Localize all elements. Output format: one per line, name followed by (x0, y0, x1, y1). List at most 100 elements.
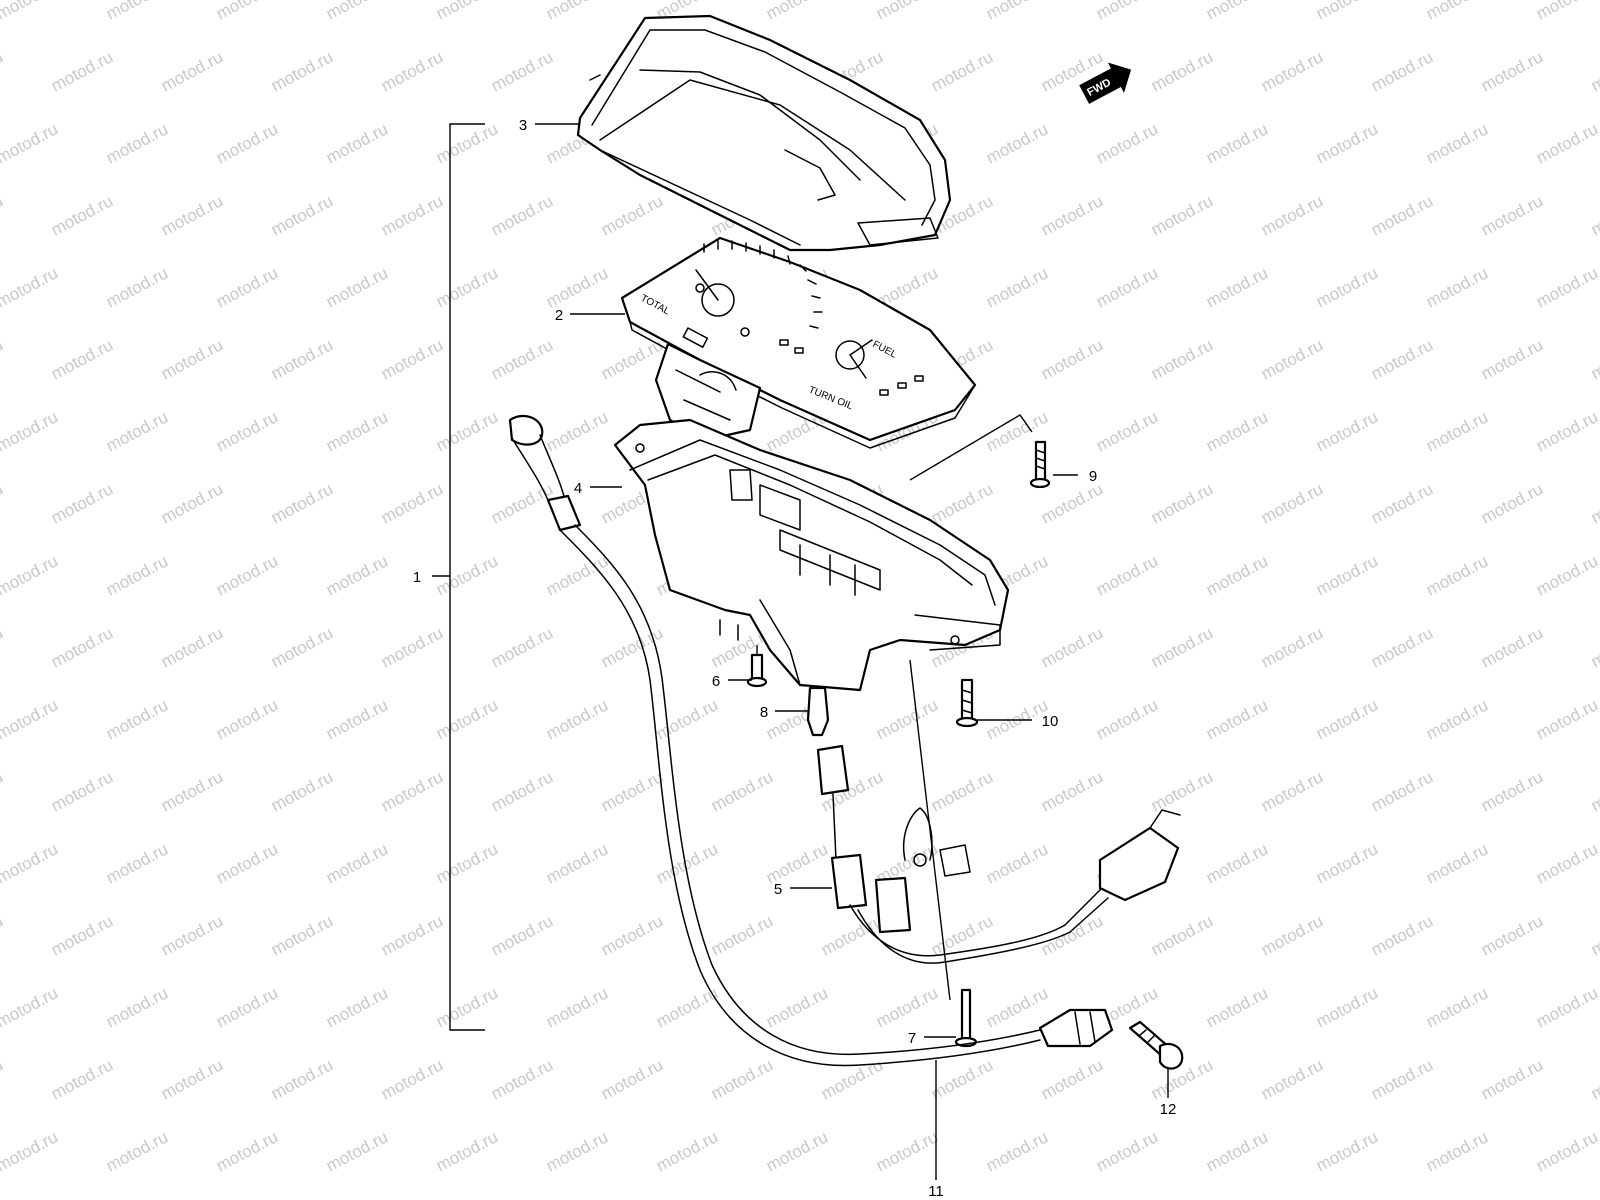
watermark-text: motod.ru (0, 335, 6, 383)
watermark-text: motod.ru (1093, 119, 1161, 167)
watermark-text: motod.ru (598, 1055, 666, 1103)
watermark-text: motod.ru (378, 623, 446, 671)
watermark-text: motod.ru (1313, 263, 1381, 311)
watermark-text: motod.ru (0, 191, 6, 239)
watermark-text: motod.ru (433, 0, 501, 24)
watermark-text: motod.ru (1038, 191, 1106, 239)
watermark-text: motod.ru (488, 335, 556, 383)
watermark-text: motod.ru (48, 911, 116, 959)
watermark-text: motod.ru (1093, 695, 1161, 743)
watermark-text: motod.ru (763, 0, 831, 24)
callout-9: 9 (1089, 468, 1097, 485)
watermark-text: motod.ru (103, 551, 171, 599)
watermark-text: motod.ru (103, 119, 171, 167)
watermark-text: motod.ru (1203, 1127, 1271, 1175)
watermark-text: motod.ru (1258, 911, 1326, 959)
watermark-text: motod.ru (0, 983, 61, 1031)
watermark-text: motod.ru (1148, 623, 1216, 671)
callout-8: 8 (760, 704, 768, 721)
watermark-text: motod.ru (213, 983, 281, 1031)
watermark-text: motod.ru (488, 191, 556, 239)
watermark-text: motod.ru (103, 695, 171, 743)
watermark-text: motod.ru (543, 695, 611, 743)
watermark-text: motod.ru (1148, 767, 1216, 815)
watermark-text: motod.ru (433, 119, 501, 167)
watermark-text: motod.ru (1203, 695, 1271, 743)
watermark-text: motod.ru (103, 0, 171, 24)
watermark-text: motod.ru (873, 695, 941, 743)
watermark-text: motod.ru (48, 767, 116, 815)
watermark-text: motod.ru (1423, 0, 1491, 24)
watermark-text: motod.ru (1588, 47, 1600, 95)
watermark-text: motod.ru (1478, 623, 1546, 671)
watermark-text: motod.ru (1423, 119, 1491, 167)
assembly-bracket (432, 123, 485, 1031)
watermark-text: motod.ru (1533, 983, 1600, 1031)
watermark-text: motod.ru (488, 1055, 556, 1103)
watermark-text: motod.ru (103, 407, 171, 455)
watermark-text: motod.ru (158, 335, 226, 383)
watermark-text: motod.ru (1038, 1055, 1106, 1103)
watermark-text: motod.ru (1533, 695, 1600, 743)
watermark-text: motod.ru (323, 839, 391, 887)
watermark-text: motod.ru (1258, 1055, 1326, 1103)
watermark-text: motod.ru (1258, 767, 1326, 815)
watermark-text: motod.ru (1533, 839, 1600, 887)
watermark-text: motod.ru (1533, 1127, 1600, 1175)
watermark-text: motod.ru (1313, 407, 1381, 455)
watermark-text: motod.ru (433, 839, 501, 887)
watermark-text: motod.ru (158, 623, 226, 671)
watermark-text: motod.ru (983, 839, 1051, 887)
watermark-text: motod.ru (1368, 47, 1436, 95)
watermark-text: motod.ru (103, 839, 171, 887)
watermark-text: motod.ru (1368, 623, 1436, 671)
watermark-text: motod.ru (1148, 479, 1216, 527)
watermark-text: motod.ru (158, 911, 226, 959)
watermark-text: motod.ru (818, 1055, 886, 1103)
watermark-text: motod.ru (708, 911, 776, 959)
watermark-text: motod.ru (1313, 0, 1381, 24)
watermark-text: motod.ru (543, 263, 611, 311)
callout-3: 3 (519, 117, 527, 134)
watermark-text: motod.ru (1203, 0, 1271, 24)
watermark-text: motod.ru (1093, 263, 1161, 311)
watermark-text: motod.ru (873, 1127, 941, 1175)
watermark-text: motod.ru (0, 0, 61, 24)
watermark-text: motod.ru (1148, 911, 1216, 959)
watermark-text: motod.ru (1203, 119, 1271, 167)
watermark-text: motod.ru (103, 983, 171, 1031)
watermark-text: motod.ru (488, 623, 556, 671)
watermark-text: motod.ru (1478, 47, 1546, 95)
watermark-text: motod.ru (543, 983, 611, 1031)
watermark-text: motod.ru (1423, 983, 1491, 1031)
watermark-text: motod.ru (268, 623, 336, 671)
watermark-text: motod.ru (1368, 479, 1436, 527)
watermark-text: motod.ru (213, 1127, 281, 1175)
watermark-text: motod.ru (1093, 407, 1161, 455)
watermark-text: motod.ru (1533, 119, 1600, 167)
watermark-text: motod.ru (873, 0, 941, 24)
watermark-text: motod.ru (0, 1055, 6, 1103)
watermark-text: motod.ru (378, 191, 446, 239)
watermark-text: motod.ru (1093, 551, 1161, 599)
watermark-text: motod.ru (158, 191, 226, 239)
callout-5: 5 (774, 881, 782, 898)
watermark-text: motod.ru (1423, 1127, 1491, 1175)
watermark-text: motod.ru (213, 263, 281, 311)
watermark-text: motod.ru (1533, 0, 1600, 24)
watermark-text: motod.ru (1203, 983, 1271, 1031)
watermark-text: motod.ru (0, 911, 6, 959)
watermark-text: motod.ru (268, 335, 336, 383)
watermark-text: motod.ru (1478, 767, 1546, 815)
watermark-text: motod.ru (213, 839, 281, 887)
watermark-text: motod.ru (928, 1055, 996, 1103)
watermark-text: motod.ru (48, 1055, 116, 1103)
callout-12: 12 (1160, 1101, 1177, 1118)
watermark-text: motod.ru (0, 839, 61, 887)
watermark-text: motod.ru (653, 695, 721, 743)
watermark-text: motod.ru (1478, 1055, 1546, 1103)
watermark-text: motod.ru (1533, 551, 1600, 599)
watermark-text: motod.ru (488, 479, 556, 527)
watermark-text: motod.ru (0, 47, 6, 95)
watermark-text: motod.ru (323, 695, 391, 743)
